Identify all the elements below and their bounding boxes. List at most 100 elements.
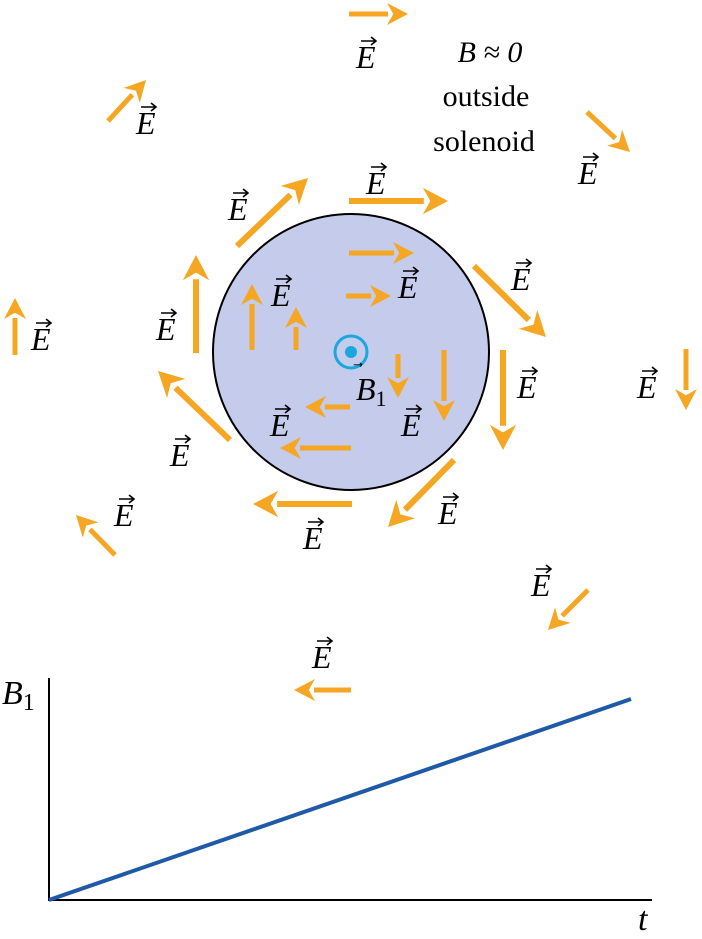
vector-arrow-mark — [175, 434, 192, 444]
electric-field-arrow — [346, 285, 391, 307]
vector-arrow-mark — [361, 36, 378, 46]
electric-field-arrow — [182, 255, 210, 353]
arrow-head — [158, 371, 186, 398]
arrow-shaft — [173, 385, 233, 443]
electric-field-arrow — [471, 263, 546, 337]
electric-field-label: E — [270, 277, 291, 313]
vector-arrow-mark — [522, 366, 539, 376]
arrow-head — [280, 178, 308, 205]
vector-arrow-mark — [119, 494, 136, 504]
outside-note-line1: B ≈ 0 — [458, 36, 523, 69]
electric-field-arrow — [675, 349, 697, 410]
arrow-shaft — [106, 92, 135, 123]
electric-field-arrow — [349, 242, 414, 264]
arrow-head — [433, 400, 455, 421]
vector-arrow-mark — [443, 492, 460, 502]
electric-field-arrow — [234, 178, 308, 249]
arrow-head — [422, 187, 448, 215]
vector-arrow-mark — [516, 258, 533, 268]
arrow-head — [548, 607, 571, 630]
electric-field-label: E — [516, 369, 537, 405]
electric-field-label: E — [437, 495, 458, 531]
vector-arrow-mark — [161, 308, 178, 318]
arrow-shaft — [88, 527, 117, 557]
electric-field-arrow — [349, 187, 448, 215]
electric-field-arrows — [4, 3, 697, 701]
arrow-head — [76, 515, 99, 538]
electric-field-label: E — [365, 165, 386, 201]
electric-field-arrow — [349, 3, 408, 25]
arrow-head — [280, 437, 301, 459]
electric-field-label: E — [227, 191, 248, 227]
arrow-head — [253, 490, 279, 518]
electric-field-arrow — [433, 350, 455, 421]
b1-center-label: B1 — [356, 371, 387, 411]
electric-field-label: E — [135, 105, 156, 141]
vector-arrow-mark — [371, 162, 388, 172]
arrow-head — [388, 499, 416, 527]
electric-field-arrow — [585, 110, 630, 152]
arrow-head — [182, 255, 210, 281]
electric-field-label: E — [636, 369, 657, 405]
electric-field-arrow — [294, 679, 351, 701]
electric-field-label: E — [302, 520, 323, 556]
arrow-head — [607, 129, 630, 152]
vector-arrow-mark — [317, 636, 334, 646]
vector-arrow-mark — [233, 188, 250, 198]
vector-arrow-mark — [406, 404, 423, 414]
vector-arrow-mark — [583, 152, 600, 162]
magnetic-field-out-of-page-icon — [333, 334, 369, 370]
vector-arrow-mark — [308, 517, 325, 527]
arrow-head — [285, 307, 307, 328]
electric-field-arrow — [305, 396, 350, 418]
electric-field-label: E — [397, 269, 418, 305]
arrow-shaft — [585, 110, 618, 141]
electric-field-label: E — [530, 567, 551, 603]
arrow-shaft — [234, 192, 293, 249]
vector-arrow-mark — [642, 366, 659, 376]
electric-field-arrow — [241, 284, 263, 350]
vector-arrow-mark — [141, 102, 158, 112]
electric-field-label: E — [577, 155, 598, 191]
vector-arrow-mark — [276, 274, 293, 284]
arrow-head — [518, 309, 546, 337]
electric-field-arrow — [106, 80, 146, 123]
outside-note-line3: solenoid — [433, 125, 535, 158]
graph-y-axis-label: B1 — [2, 675, 35, 716]
electric-field-arrow — [158, 371, 233, 443]
graph-x-axis-label: t — [638, 901, 649, 938]
electric-field-arrow — [387, 354, 409, 398]
electric-field-label: E — [169, 437, 190, 473]
electric-field-label: E — [113, 497, 134, 533]
electric-field-arrow — [76, 515, 117, 557]
arrow-shaft — [560, 588, 590, 618]
vector-arrow-mark — [403, 266, 420, 276]
arrow-head — [393, 242, 414, 264]
vector-arrow-mark — [36, 318, 53, 328]
electric-field-label: E — [355, 39, 376, 75]
electric-field-arrow — [285, 307, 307, 350]
electric-field-label: E — [269, 407, 290, 443]
graph-b1-line — [48, 697, 632, 902]
arrow-head — [387, 3, 408, 25]
electric-field-arrow — [388, 457, 457, 527]
b1-versus-time-graph: B1 t — [2, 675, 652, 938]
arrow-head — [489, 424, 517, 450]
arrow-shaft — [471, 263, 531, 323]
electric-field-label: E — [400, 407, 421, 443]
vector-arrow-mark — [536, 564, 553, 574]
electric-field-arrow — [489, 350, 517, 450]
electric-field-label: E — [311, 639, 332, 675]
arrow-head — [241, 284, 263, 305]
vector-arrow-mark — [275, 404, 292, 414]
arrow-head — [294, 679, 315, 701]
electric-field-arrow — [4, 298, 26, 355]
electric-field-label: E — [155, 311, 176, 347]
electric-field-arrow — [280, 437, 351, 459]
electric-field-arrow — [548, 588, 590, 630]
outside-note-line2: outside — [443, 80, 530, 113]
electric-field-arrow — [253, 490, 352, 518]
arrow-head — [305, 396, 326, 418]
